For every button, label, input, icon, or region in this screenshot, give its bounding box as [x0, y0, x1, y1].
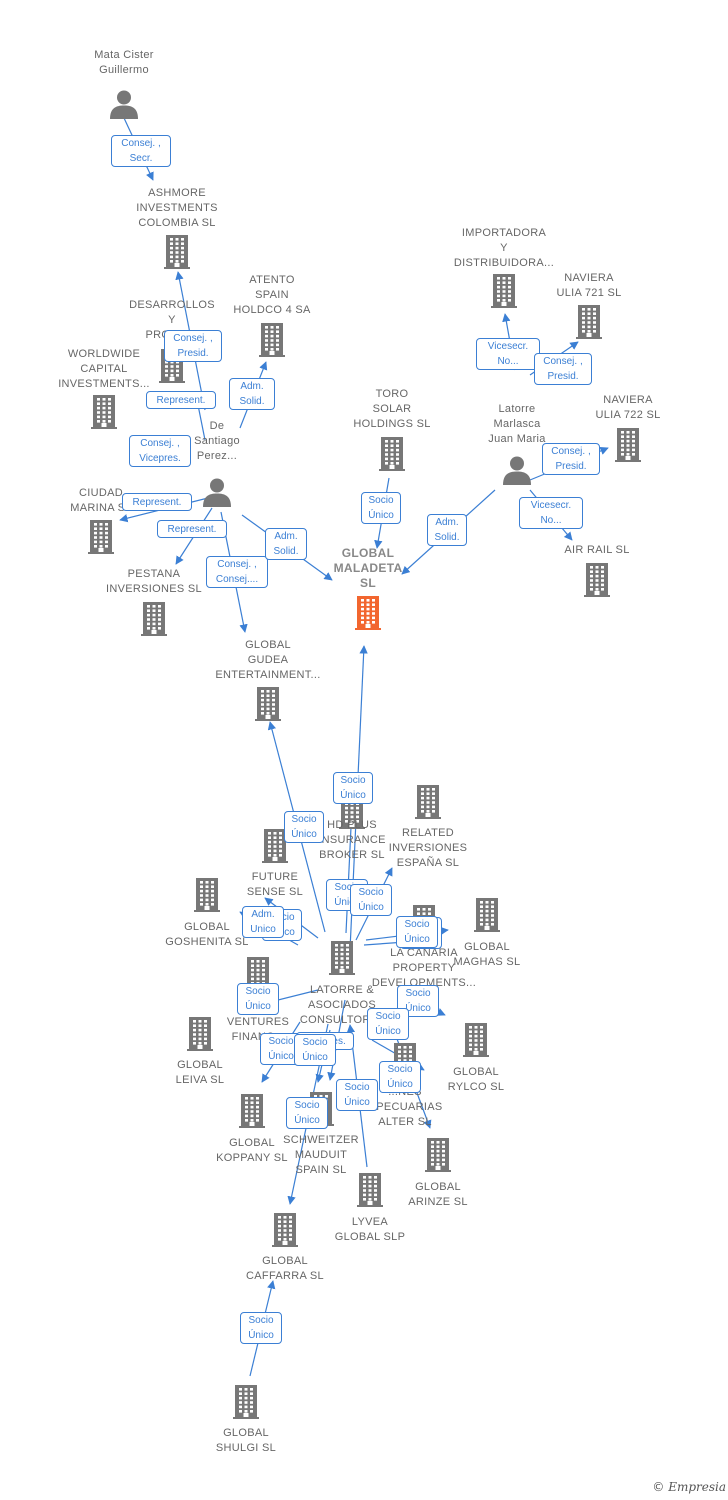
leiva-label[interactable]: GLOBAL LEIVA SL [175, 1059, 225, 1086]
worldwide-building-icon[interactable] [91, 395, 117, 434]
copyright-icon: © [652, 1480, 665, 1494]
lacanaria-label[interactable]: LA CANARIA PROPERTY DEVELOPMENTS... [371, 947, 477, 989]
edge-label-desantiago-to-ashmore[interactable]: Consej. , Presid. [164, 330, 222, 362]
airrail-label[interactable]: AIR RAIL SL [564, 544, 630, 556]
leiva-building-icon[interactable] [187, 1017, 213, 1056]
gudea-label[interactable]: GLOBAL GUDEA ENTERTAINMENT... [215, 639, 321, 681]
edge-label-desantiago-to-maladeta[interactable]: Adm. Solid. [265, 528, 307, 560]
rylco-building-icon[interactable] [463, 1023, 489, 1062]
edge-label-latorre_a-to-related[interactable]: Socio Único [350, 884, 392, 916]
toro-label[interactable]: TORO SOLAR HOLDINGS SL [353, 388, 431, 430]
edge-label-lyvea-to-latorre_a[interactable]: Socio Único [336, 1079, 378, 1111]
maladeta-building-icon[interactable] [355, 596, 381, 635]
koppany-label[interactable]: GLOBAL KOPPANY SL [216, 1137, 288, 1164]
atento-building-icon[interactable] [259, 323, 285, 362]
related-label[interactable]: RELATED INVERSIONES ESPAÑA SL [388, 827, 468, 869]
maladeta-label[interactable]: GLOBAL MALADETA SL [333, 546, 403, 590]
brand-name: Empresia [668, 1480, 726, 1494]
caffarra-building-icon[interactable] [272, 1213, 298, 1252]
ashmore-building-icon[interactable] [164, 235, 190, 274]
hdplus-label[interactable]: HD PLUS INSURANCE BROKER SL [318, 819, 386, 861]
airrail-building-icon[interactable] [584, 563, 610, 602]
edge-label-latorre_p-to-airrail[interactable]: Vicesecr. No... [519, 497, 583, 529]
ciudad-building-icon[interactable] [88, 520, 114, 559]
latorre_a-building-icon[interactable] [329, 941, 355, 980]
empresia-brand[interactable]: © Empresia [652, 1480, 726, 1494]
naviera721-label[interactable]: NAVIERA ULIA 721 SL [556, 272, 622, 299]
goshenita-label[interactable]: GLOBAL GOSHENITA SL [165, 921, 249, 948]
edge-label-latorre_p-to-naviera722[interactable]: Consej. , Presid. [542, 443, 600, 475]
edge-label-desantiago-to-atento[interactable]: Adm. Solid. [229, 378, 275, 410]
pestana-building-icon[interactable] [141, 602, 167, 641]
future-label[interactable]: FUTURE SENSE SL [246, 871, 304, 898]
pestana-label[interactable]: PESTANA INVERSIONES SL [106, 568, 202, 595]
toro-building-icon[interactable] [379, 437, 405, 476]
edge-label-latorre_a-to-opecuarias[interactable]: Socio Único [379, 1061, 421, 1093]
shulgi-label[interactable]: GLOBAL SHULGI SL [215, 1427, 277, 1454]
edge-label-latorre_a-to-koppany[interactable]: Socio Único [294, 1034, 336, 1066]
lyvea-building-icon[interactable] [357, 1173, 383, 1212]
lyvea-label[interactable]: LYVEA GLOBAL SLP [334, 1216, 406, 1243]
naviera721-building-icon[interactable] [576, 305, 602, 344]
importadora-building-icon[interactable] [491, 274, 517, 313]
latorre_p-person-icon[interactable] [502, 455, 532, 490]
desantiago-label[interactable]: De Santiago Perez... [194, 420, 240, 462]
schweitzer-label[interactable]: SCHWEITZER MAUDUIT SPAIN SL [283, 1134, 359, 1176]
arinze-building-icon[interactable] [425, 1138, 451, 1177]
naviera722-building-icon[interactable] [615, 428, 641, 467]
koppany-building-icon[interactable] [239, 1094, 265, 1133]
mata-label[interactable]: Mata Cister Guillermo [94, 49, 154, 76]
edge-label-desantiago-to-desarrollos[interactable]: Consej. , Vicepres. [129, 435, 191, 467]
maghas-building-icon[interactable] [474, 898, 500, 937]
related-building-icon[interactable] [415, 785, 441, 824]
edge-label-latorre_a-to-goshenita[interactable]: Adm. Unico [242, 906, 284, 938]
edge-label-latorre_a-to-caffarra[interactable]: Socio Único [286, 1097, 328, 1129]
naviera722-label[interactable]: NAVIERA ULIA 722 SL [595, 394, 661, 421]
edge-label-toro-to-maladeta[interactable]: Socio Único [361, 492, 401, 524]
edge-label-latorre_a-to-arinze[interactable]: Socio Único [367, 1008, 409, 1040]
edge-label-latorre_p-to-maladeta[interactable]: Adm. Solid. [427, 514, 467, 546]
shulgi-building-icon[interactable] [233, 1385, 259, 1424]
future-building-icon[interactable] [262, 829, 288, 868]
edge-label-desantiago-to-worldwide[interactable]: Represent. [146, 391, 216, 409]
desantiago-person-icon[interactable] [202, 477, 232, 512]
edge-label-shulgi-to-caffarra[interactable]: Socio Único [240, 1312, 282, 1344]
edge-label-desantiago-to-pestana[interactable]: Represent. [157, 520, 227, 538]
gudea-building-icon[interactable] [255, 687, 281, 726]
edge-label-latorre_a-to-maladeta[interactable]: Socio Único [333, 772, 373, 804]
mata-person-icon[interactable] [109, 89, 139, 124]
caffarra-label[interactable]: GLOBAL CAFFARRA SL [246, 1255, 324, 1282]
edge-label-latorre_a-to-gudea[interactable]: Socio Único [284, 811, 324, 843]
edge-label-desantiago-to-ciudad[interactable]: Represent. [122, 493, 192, 511]
maghas-label[interactable]: GLOBAL MAGHAS SL [453, 941, 521, 968]
edge-label-mata-to-ashmore[interactable]: Consej. , Secr. [111, 135, 171, 167]
worldwide-label[interactable]: WORLDWIDE CAPITAL INVESTMENTS... [58, 348, 150, 390]
importadora-label[interactable]: IMPORTADORA Y DISTRIBUIDORA... [453, 227, 555, 269]
edge-label-latorre_p-to-importadora[interactable]: Vicesecr. No... [476, 338, 540, 370]
edge-label-latorre_p-to-naviera721[interactable]: Consej. , Presid. [534, 353, 592, 385]
latorre_a-label[interactable]: LATORRE & ASOCIADOS CONSULTORI... [299, 984, 385, 1026]
goshenita-building-icon[interactable] [194, 878, 220, 917]
edge-label-latorre_a-to-ventures[interactable]: Socio Único [237, 983, 279, 1015]
atento-label[interactable]: ATENTO SPAIN HOLDCO 4 SA [233, 274, 311, 316]
edge-label-desantiago-to-gudea[interactable]: Consej. , Consej.... [206, 556, 268, 588]
ashmore-label[interactable]: ASHMORE INVESTMENTS COLOMBIA SL [136, 187, 218, 229]
rylco-label[interactable]: GLOBAL RYLCO SL [447, 1066, 505, 1093]
arinze-label[interactable]: GLOBAL ARINZE SL [408, 1181, 468, 1208]
edge-label-latorre_a-to-lacanaria[interactable]: Socio Único [396, 916, 438, 948]
latorre_p-label[interactable]: Latorre Marlasca Juan Maria [488, 403, 546, 445]
